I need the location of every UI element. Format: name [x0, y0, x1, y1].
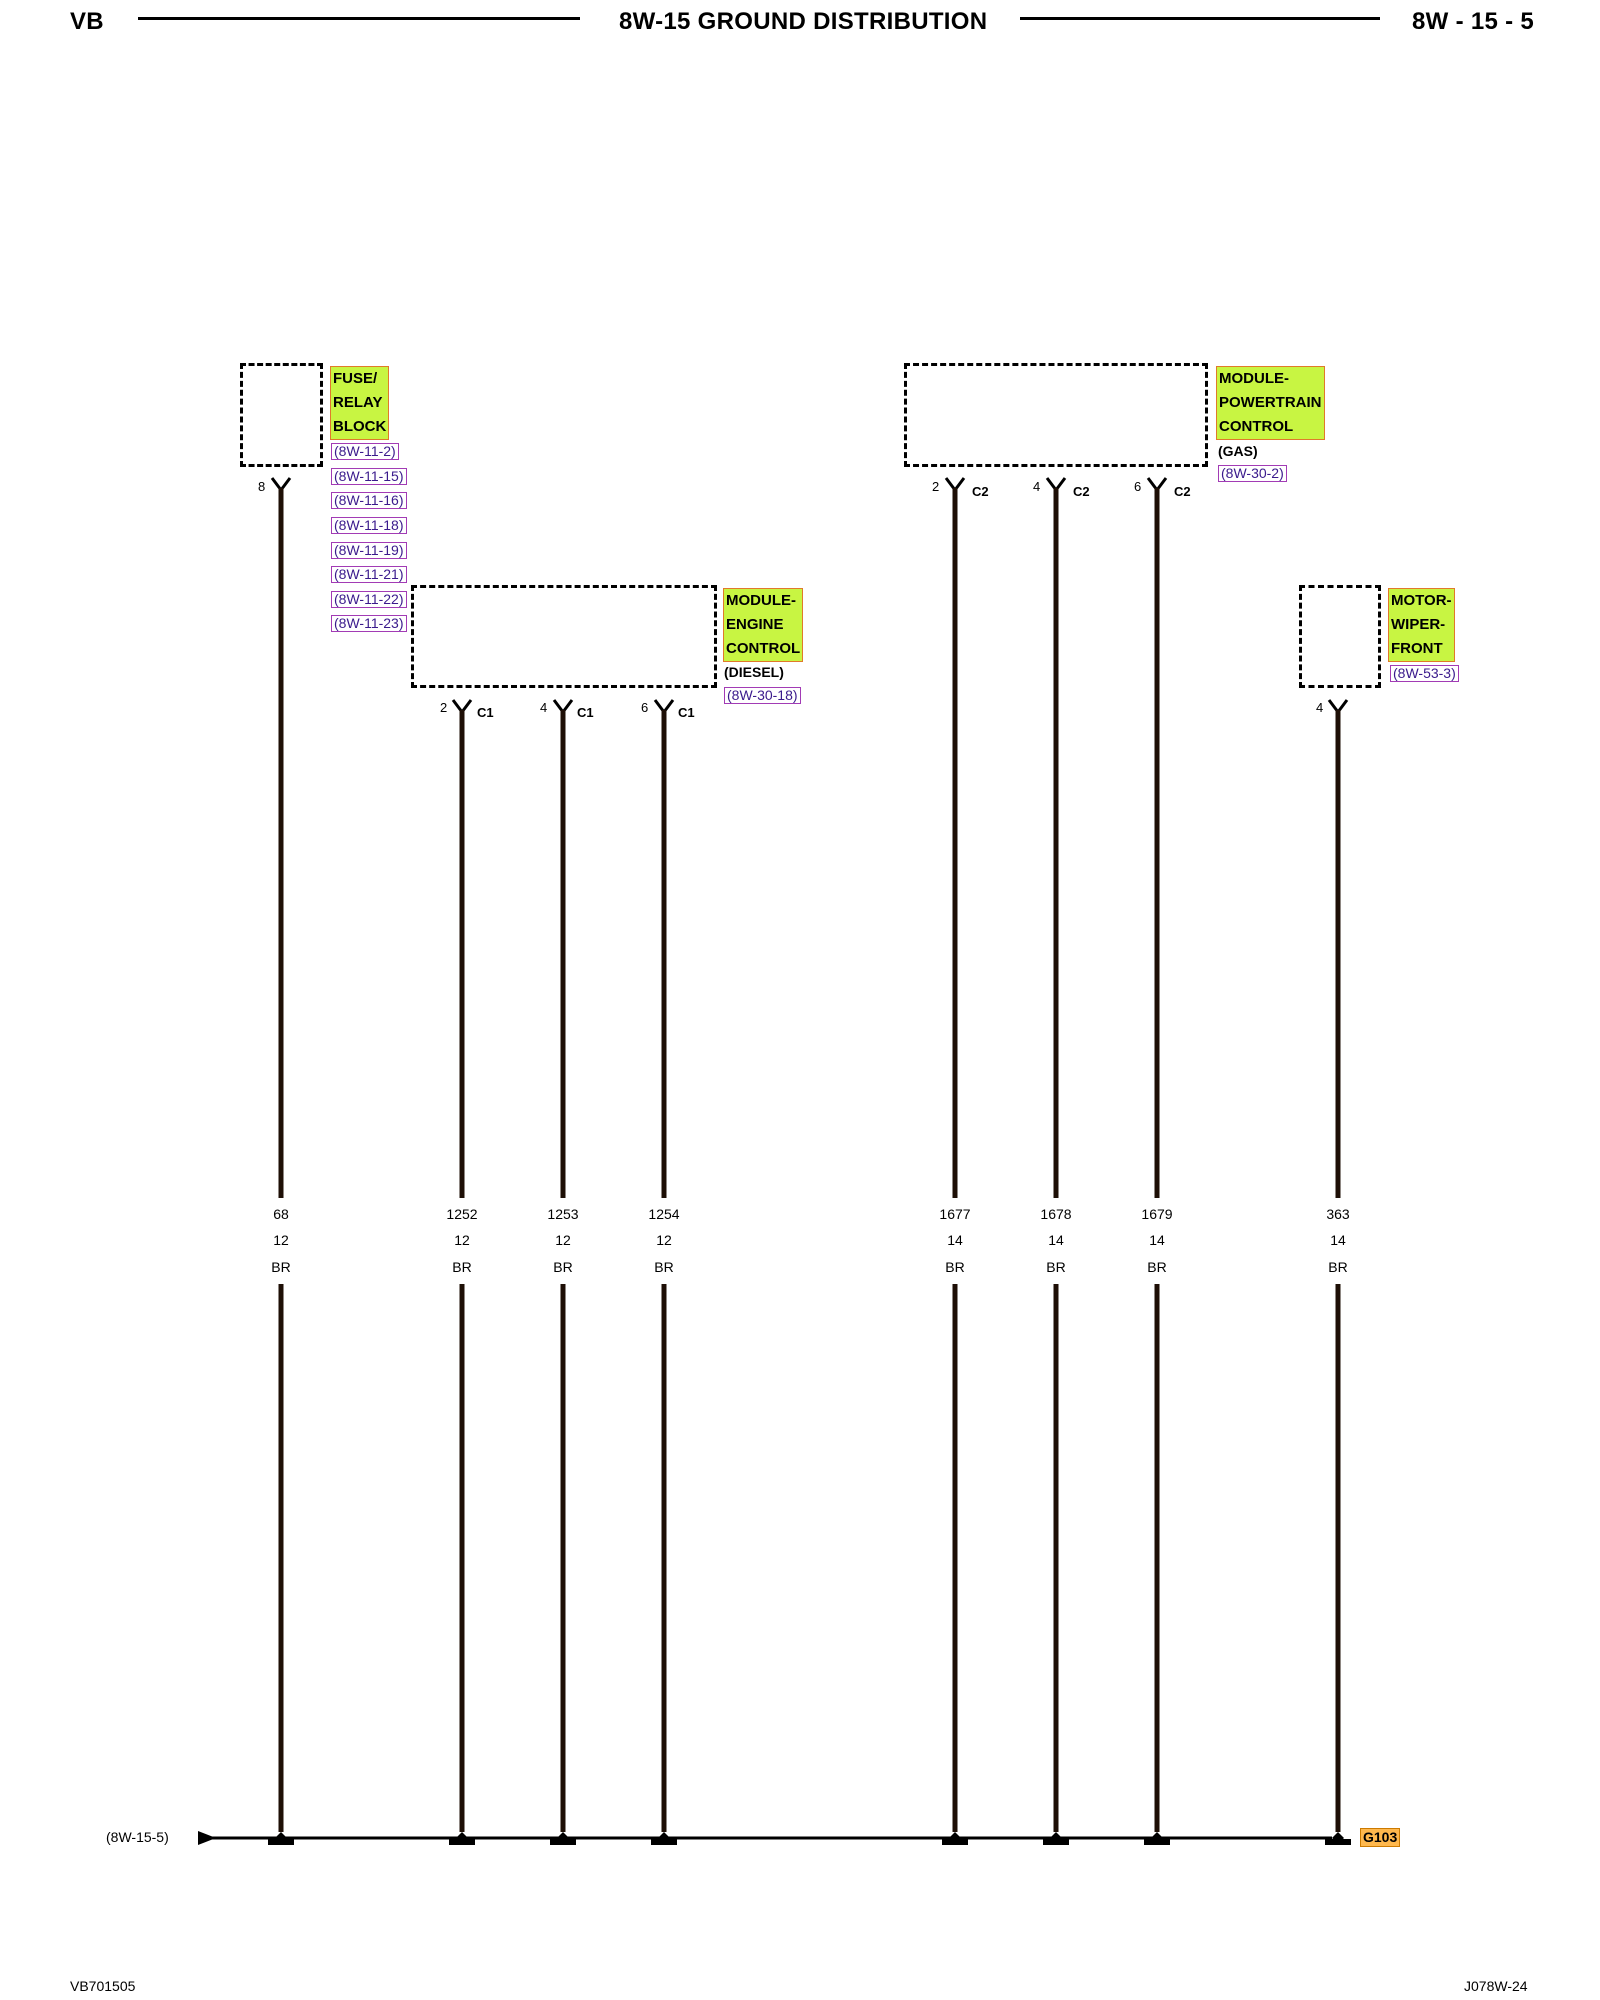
wire-1679-gauge: 14	[1149, 1232, 1165, 1248]
wire-1678-circuit: 1678	[1040, 1206, 1072, 1222]
powertrain-control-module-box[interactable]	[904, 363, 1208, 467]
fuse-relay-xref-7[interactable]: (8W-11-22)	[331, 591, 407, 608]
wire-1253-circuit: 1253	[547, 1206, 579, 1222]
connector-1678: C2	[1073, 484, 1090, 499]
wire-68-color: BR	[271, 1259, 291, 1275]
wire-1677-color: BR	[945, 1259, 965, 1275]
page-title: 8W-15 GROUND DISTRIBUTION	[619, 8, 988, 35]
wire-68-gauge: 12	[273, 1232, 289, 1248]
header-rule-right	[1020, 17, 1380, 20]
ground-g103-label[interactable]: G103	[1360, 1828, 1401, 1847]
ground-xref[interactable]: (8W-15-5)	[106, 1829, 169, 1845]
pin-1254: 6	[641, 700, 649, 715]
wire-363-circuit: 363	[1326, 1206, 1350, 1222]
fuse-relay-xref-4[interactable]: (8W-11-18)	[331, 517, 407, 534]
fuse-relay-block-line-2: RELAY	[333, 394, 383, 411]
pin-1678: 4	[1033, 479, 1041, 494]
wire-1678-color: BR	[1046, 1259, 1066, 1275]
connector-1677: C2	[972, 484, 989, 499]
pin-68: 8	[258, 479, 266, 494]
powertrain-control-line-3: CONTROL	[1219, 418, 1294, 435]
wire-1253-gauge: 12	[555, 1232, 571, 1248]
powertrain-control-line-2: POWERTRAIN	[1219, 394, 1322, 411]
engine-control-module-box[interactable]	[411, 585, 717, 688]
powertrain-control-xref[interactable]: (8W-30-2)	[1218, 465, 1287, 482]
pin-1253: 4	[540, 700, 548, 715]
wire-1254-gauge: 12	[656, 1232, 672, 1248]
fuse-relay-block-label[interactable]: FUSE/ RELAY BLOCK	[330, 366, 390, 440]
fuse-relay-xref-1[interactable]: (8W-11-2)	[331, 443, 399, 460]
engine-control-xref[interactable]: (8W-30-18)	[724, 687, 801, 704]
engine-control-line-1: MODULE-	[726, 592, 796, 609]
fuse-relay-xref-5[interactable]: (8W-11-19)	[331, 542, 407, 559]
engine-control-line-3: CONTROL	[726, 640, 801, 657]
engine-control-module-label[interactable]: MODULE- ENGINE CONTROL	[723, 588, 804, 662]
wire-1679-color: BR	[1147, 1259, 1167, 1275]
powertrain-control-line-1: MODULE-	[1219, 370, 1289, 387]
fuse-relay-xref-8[interactable]: (8W-11-23)	[331, 615, 407, 632]
wire-1253-color: BR	[553, 1259, 573, 1275]
wiper-motor-line-2: WIPER-	[1391, 616, 1446, 633]
wire-363-color: BR	[1328, 1259, 1348, 1275]
pin-1252: 2	[440, 700, 448, 715]
wire-1252-circuit: 1252	[446, 1206, 478, 1222]
wiper-motor-line-1: MOTOR-	[1391, 592, 1452, 609]
wire-1252-color: BR	[452, 1259, 472, 1275]
wire-1677-gauge: 14	[947, 1232, 963, 1248]
wires-layer	[268, 477, 1351, 1845]
powertrain-control-module-label[interactable]: MODULE- POWERTRAIN CONTROL	[1216, 366, 1325, 440]
connector-1252: C1	[477, 705, 494, 720]
wiper-motor-line-3: FRONT	[1391, 640, 1443, 657]
engine-control-line-2: ENGINE	[726, 616, 784, 633]
header-rule-left	[138, 17, 580, 20]
connector-1254: C1	[678, 705, 695, 720]
wiper-motor-label[interactable]: MOTOR- WIPER- FRONT	[1388, 588, 1455, 662]
engine-control-note: (DIESEL)	[724, 664, 784, 680]
wire-1677-circuit: 1677	[939, 1206, 971, 1222]
wire-68-circuit: 68	[273, 1206, 289, 1222]
header-left: VB	[70, 8, 104, 35]
footer-left: VB701505	[70, 1978, 136, 1994]
wiper-motor-xref[interactable]: (8W-53-3)	[1390, 665, 1459, 682]
connector-1253: C1	[577, 705, 594, 720]
ground-bus-arrow	[198, 1831, 216, 1845]
splice-363-diamond	[1332, 1832, 1344, 1844]
fuse-relay-xref-6[interactable]: (8W-11-21)	[331, 566, 407, 583]
footer-right: J078W-24	[1464, 1978, 1528, 1994]
pin-1679: 6	[1134, 479, 1142, 494]
wire-363-gauge: 14	[1330, 1232, 1346, 1248]
pin-1677: 2	[932, 479, 940, 494]
wire-1254-color: BR	[654, 1259, 674, 1275]
fuse-relay-block-line-3: BLOCK	[333, 418, 387, 435]
wire-1252-gauge: 12	[454, 1232, 470, 1248]
powertrain-control-note: (GAS)	[1218, 443, 1258, 459]
fuse-relay-block-box[interactable]	[240, 363, 323, 467]
pin-363: 4	[1316, 700, 1324, 715]
fuse-relay-xref-2[interactable]: (8W-11-15)	[331, 468, 407, 485]
header-right: 8W - 15 - 5	[1412, 8, 1534, 35]
fuse-relay-block-line-1: FUSE/	[333, 370, 378, 387]
wire-1254-circuit: 1254	[648, 1206, 680, 1222]
wiper-motor-box[interactable]	[1299, 585, 1381, 688]
wire-1678-gauge: 14	[1048, 1232, 1064, 1248]
wire-1679-circuit: 1679	[1141, 1206, 1173, 1222]
connector-1679: C2	[1174, 484, 1191, 499]
fuse-relay-xref-3[interactable]: (8W-11-16)	[331, 492, 407, 509]
